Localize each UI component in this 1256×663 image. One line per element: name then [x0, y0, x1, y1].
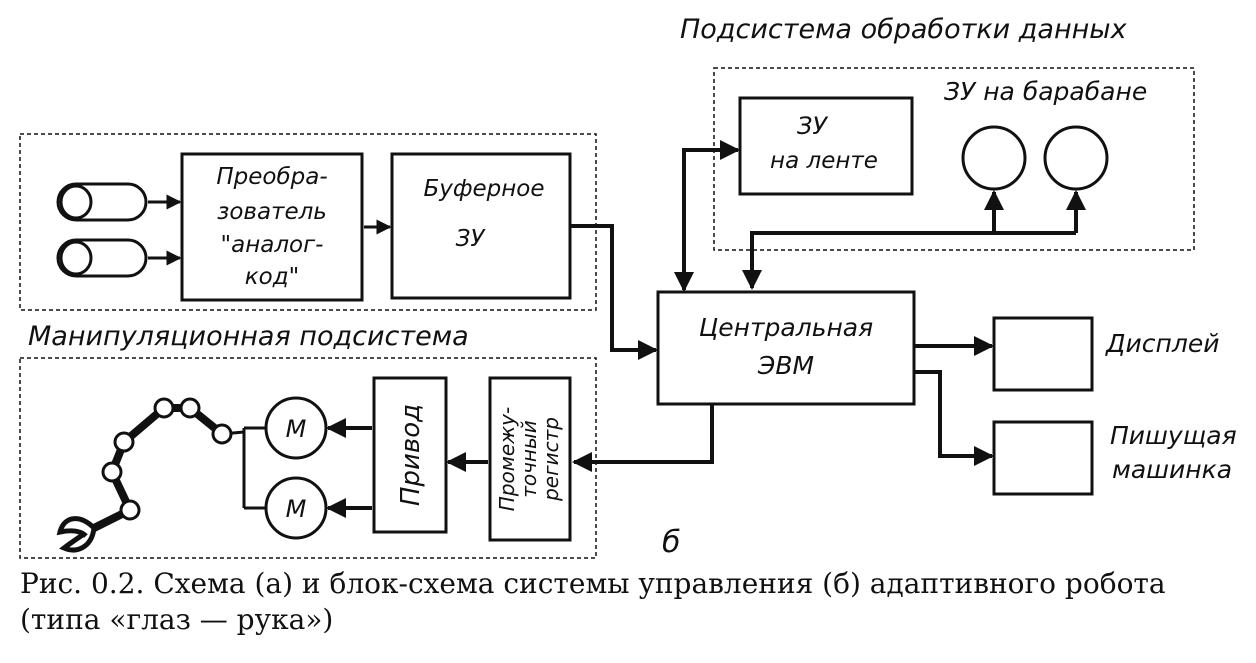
manip-subsystem-border: [19, 357, 597, 559]
motor-bottom-label: М: [286, 495, 307, 523]
cpu-line-1: Центральная: [699, 313, 873, 342]
register-block: [488, 376, 572, 542]
camera-bottom-icon: [56, 238, 148, 278]
data-subsystem-title: Подсистема обработки данных: [680, 14, 1128, 45]
converter-line-1: Преобра-: [216, 164, 327, 190]
typewriter-line-2: машинка: [1112, 455, 1232, 484]
register-line-3: регистр: [539, 417, 563, 502]
part-label: б: [662, 525, 681, 560]
block-diagram: Подсистема обработки данных Манипуляцион…: [19, 14, 1237, 560]
typewriter-line-1: Пишущая: [1110, 421, 1237, 450]
buffer-line-1: Буферное: [423, 176, 544, 202]
buffer-line-2: ЗУ: [456, 226, 487, 252]
drum-memory-label: ЗУ на барабане: [944, 77, 1147, 106]
cpu-to-typewriter-line: [914, 370, 994, 466]
manip-subsystem-title: Манипуляционная подсистема: [28, 321, 469, 352]
cpu-to-register-line: [572, 404, 714, 472]
drum-left-icon: [961, 125, 1027, 191]
tape-line-1: ЗУ: [797, 112, 828, 140]
motor-top-label: М: [286, 415, 307, 443]
drum-right-icon: [1043, 125, 1109, 191]
register-line-1: Промежу-: [495, 407, 519, 511]
display-block: [992, 316, 1094, 392]
typewriter-block: [992, 420, 1094, 496]
tape-cpu-link: [674, 140, 740, 292]
figure-caption: Рис. 0.2. Схема (а) и блок-схема системы…: [20, 567, 1166, 636]
cpu-line-2: ЭВМ: [757, 351, 814, 380]
tape-memory-block: [738, 96, 914, 196]
buffer-to-cpu-line: [570, 224, 658, 360]
drum-bus-line: [742, 231, 1076, 290]
tape-line-2: на ленте: [770, 148, 878, 174]
display-label: Дисплей: [1105, 329, 1219, 358]
converter-line-3: "аналог-: [221, 232, 324, 258]
drive-block: [372, 376, 448, 534]
camera-top-icon: [56, 182, 148, 222]
cpu-block: [656, 290, 916, 406]
buffer-memory-block: [390, 152, 572, 300]
register-line-2: точный: [517, 420, 541, 498]
converter-line-4: код": [245, 264, 299, 290]
sensor-subsystem-border: [19, 133, 597, 311]
robot-arm-icon: [56, 397, 233, 553]
converter-block: [180, 152, 364, 302]
converter-line-2: зователь: [217, 199, 327, 225]
drive-label: Привод: [396, 404, 426, 506]
